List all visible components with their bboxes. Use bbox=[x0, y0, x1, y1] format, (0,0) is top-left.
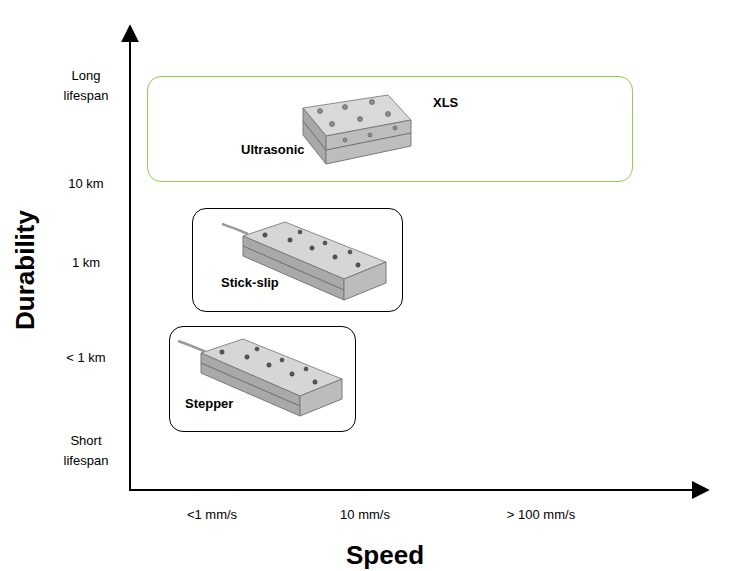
stepper-stage-image bbox=[178, 339, 342, 416]
tick-label: 1 km bbox=[72, 253, 100, 273]
technology-box: Stepper bbox=[169, 326, 356, 432]
technology-name: Ultrasonic bbox=[241, 142, 305, 157]
tick-label: Long lifespan bbox=[54, 66, 118, 106]
tick-label: Short lifespan bbox=[54, 431, 118, 471]
x-axis bbox=[129, 489, 708, 491]
technology-name: Stick-slip bbox=[221, 275, 279, 290]
tick-label: 10 mm/s bbox=[340, 505, 390, 525]
axis-title: Speed bbox=[346, 545, 424, 565]
technology-box: XLS Ultrasonic bbox=[147, 76, 633, 182]
tick-label: > 100 mm/s bbox=[507, 505, 575, 525]
axis-title: Durability bbox=[15, 210, 35, 330]
technology-name: XLS bbox=[433, 95, 458, 110]
ultrasonic-stage-image bbox=[303, 95, 411, 164]
tick-label: <1 mm/s bbox=[187, 505, 237, 525]
y-axis bbox=[129, 26, 131, 491]
tick-label: < 1 km bbox=[66, 348, 105, 368]
technology-box: Stick-slip bbox=[192, 208, 403, 312]
tick-label: 10 km bbox=[68, 174, 103, 194]
technology-name: Stepper bbox=[185, 396, 233, 411]
stick-slip-stage-image bbox=[222, 222, 386, 300]
